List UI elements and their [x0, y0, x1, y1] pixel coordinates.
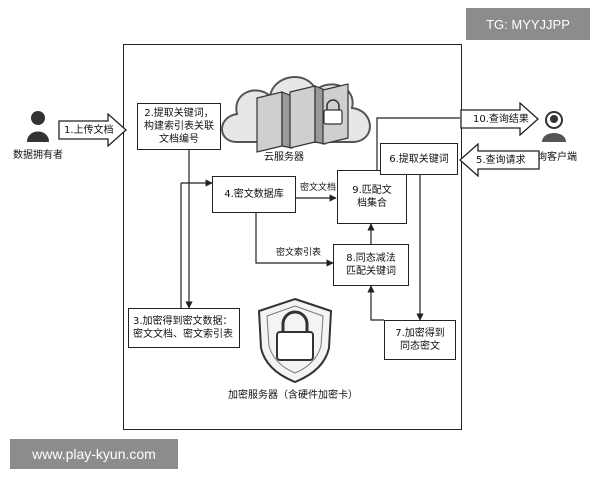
arrow-query-request — [459, 143, 540, 177]
watermark-top: TG: MYYJJPP — [466, 8, 590, 40]
step-6-box: 6.提取关键词 — [380, 143, 458, 175]
system-frame — [123, 44, 462, 430]
step-10-label: 10.查询结果 — [473, 114, 529, 125]
arrow-query-result — [460, 102, 539, 136]
arrow-upload — [58, 113, 127, 147]
cloud-server-label: 云服务器 — [264, 152, 304, 163]
edge-label-cipher-docs: 密文文档 — [300, 183, 337, 193]
watermark-bottom: www.play-kyun.com — [10, 439, 178, 469]
user-icon — [27, 111, 49, 142]
encryption-server-label: 加密服务器（含硬件加密卡） — [228, 390, 358, 401]
step-8-box: 8.同态减法匹配关键词 — [333, 244, 409, 286]
step-5-label: 5.查询请求 — [476, 155, 526, 166]
step-2-box: 2.提取关键词，构建索引表关联文档编号 — [137, 103, 221, 150]
step-7-box: 7.加密得到同态密文 — [384, 320, 456, 360]
step-3-box: 3.加密得到密文数据：密文文档、密文索引表 — [128, 308, 240, 348]
query-client-label: 查询客户端 — [527, 152, 577, 163]
step-4-box: 4.密文数据库 — [212, 176, 296, 213]
step-1-label: 1.上传文档 — [64, 125, 114, 136]
data-owner-label: 数据拥有者 — [13, 150, 63, 161]
step-9-box: 9.匹配文档集合 — [337, 170, 407, 224]
edge-label-cipher-index: 密文索引表 — [276, 248, 322, 258]
client-icon — [542, 111, 566, 142]
cloud-server-icon — [221, 76, 371, 153]
shield-lock-icon — [257, 297, 333, 384]
